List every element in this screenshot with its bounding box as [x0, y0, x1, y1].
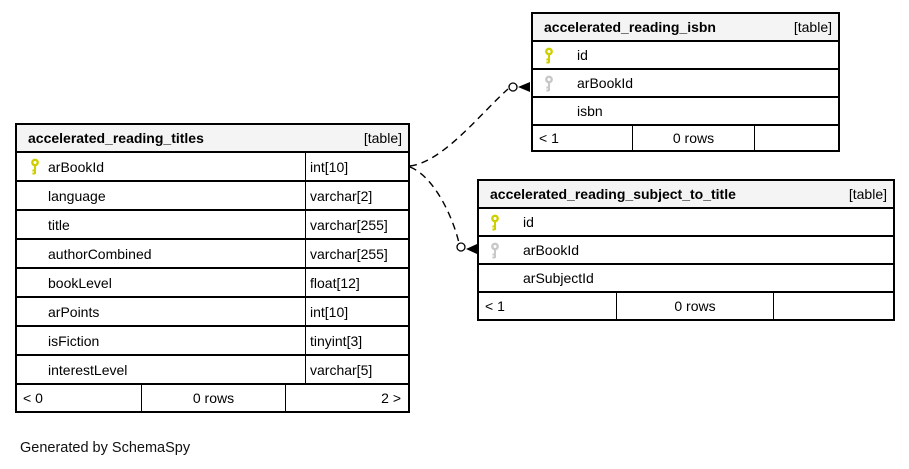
table-header[interactable]: accelerated_reading_isbn [table]	[533, 14, 838, 42]
column-name: arBookId	[577, 75, 634, 91]
foreign-key-icon	[545, 75, 553, 91]
column-name: arBookId	[523, 242, 580, 258]
table-footer: < 1 0 rows	[479, 293, 893, 319]
column-name: id	[577, 47, 588, 63]
column-row: interestLevel varchar[5]	[17, 356, 408, 385]
column-name: authorCombined	[48, 245, 152, 262]
column-name: isbn	[577, 103, 603, 119]
column-type: tinyint[3]	[305, 327, 408, 354]
footer-row-count: 0 rows	[141, 385, 285, 411]
column-type: varchar[2]	[305, 182, 408, 209]
primary-key-icon	[491, 214, 499, 230]
table-header[interactable]: accelerated_reading_titles [table]	[17, 125, 408, 153]
table-name: accelerated_reading_isbn	[544, 19, 716, 35]
column-name: arPoints	[48, 303, 100, 320]
key-slot	[533, 47, 577, 64]
table-footer: < 1 0 rows	[533, 126, 838, 150]
generated-by-credit: Generated by SchemaSpy	[20, 440, 191, 456]
column-row: arSubjectId	[479, 265, 893, 293]
table-accelerated-reading-titles[interactable]: accelerated_reading_titles [table] arBoo…	[15, 123, 410, 413]
footer-children-count: < 0	[23, 390, 43, 406]
column-name: id	[523, 214, 534, 230]
column-row: id	[533, 42, 838, 70]
relationship-titles-to-subject	[409, 166, 477, 254]
primary-key-icon	[31, 158, 39, 175]
column-type: varchar[5]	[305, 356, 408, 383]
column-name: language	[48, 187, 106, 204]
footer-children-count: < 1	[539, 130, 559, 146]
column-type: int[10]	[305, 153, 408, 180]
key-slot	[479, 214, 523, 231]
footer-row-count: 0 rows	[616, 293, 773, 319]
column-row: bookLevel float[12]	[17, 269, 408, 298]
column-type: varchar[255]	[305, 240, 408, 267]
column-row: arPoints int[10]	[17, 298, 408, 327]
key-slot	[479, 242, 523, 259]
table-footer: < 0 0 rows 2 >	[17, 385, 408, 411]
table-accelerated-reading-subject-to-title[interactable]: accelerated_reading_subject_to_title [ta…	[477, 179, 895, 321]
column-row: arBookId int[10]	[17, 153, 408, 182]
footer-row-count: 0 rows	[632, 126, 754, 150]
key-slot	[533, 75, 577, 92]
column-type: float[12]	[305, 269, 408, 296]
relationship-line	[409, 166, 460, 244]
arrowhead-icon	[466, 244, 477, 254]
primary-key-icon	[545, 47, 553, 63]
column-name: arBookId	[48, 158, 105, 175]
column-name: bookLevel	[48, 274, 112, 291]
table-name: accelerated_reading_titles	[28, 130, 204, 146]
footer-children-count: < 1	[485, 298, 505, 314]
column-name: title	[48, 216, 70, 233]
column-name: interestLevel	[48, 361, 128, 378]
table-accelerated-reading-isbn[interactable]: accelerated_reading_isbn [table] id arBo…	[531, 12, 840, 152]
table-name: accelerated_reading_subject_to_title	[490, 186, 736, 202]
footer-parents-count: 2 >	[285, 385, 408, 411]
table-tag: [table]	[793, 19, 832, 35]
column-row: isFiction tinyint[3]	[17, 327, 408, 356]
column-row: arBookId	[479, 237, 893, 265]
foreign-key-icon	[491, 242, 499, 258]
arrowhead-icon	[518, 82, 530, 92]
column-row: authorCombined varchar[255]	[17, 240, 408, 269]
column-type: varchar[255]	[305, 211, 408, 238]
table-tag: [table]	[363, 130, 402, 146]
column-name: arSubjectId	[523, 270, 594, 286]
column-row: language varchar[2]	[17, 182, 408, 211]
table-tag: [table]	[848, 186, 887, 202]
column-row: id	[479, 209, 893, 237]
footer-parents-count	[773, 293, 893, 319]
key-slot	[17, 158, 48, 175]
footer-parents-count	[754, 126, 838, 150]
column-row: isbn	[533, 98, 838, 126]
column-type: int[10]	[305, 298, 408, 325]
relationship-line	[409, 88, 509, 167]
column-name: isFiction	[48, 332, 100, 349]
cardinality-circle-icon	[456, 242, 466, 252]
relationship-titles-to-isbn	[409, 82, 530, 167]
column-row: arBookId	[533, 70, 838, 98]
cardinality-circle-icon	[508, 82, 518, 92]
table-header[interactable]: accelerated_reading_subject_to_title [ta…	[479, 181, 893, 209]
column-row: title varchar[255]	[17, 211, 408, 240]
